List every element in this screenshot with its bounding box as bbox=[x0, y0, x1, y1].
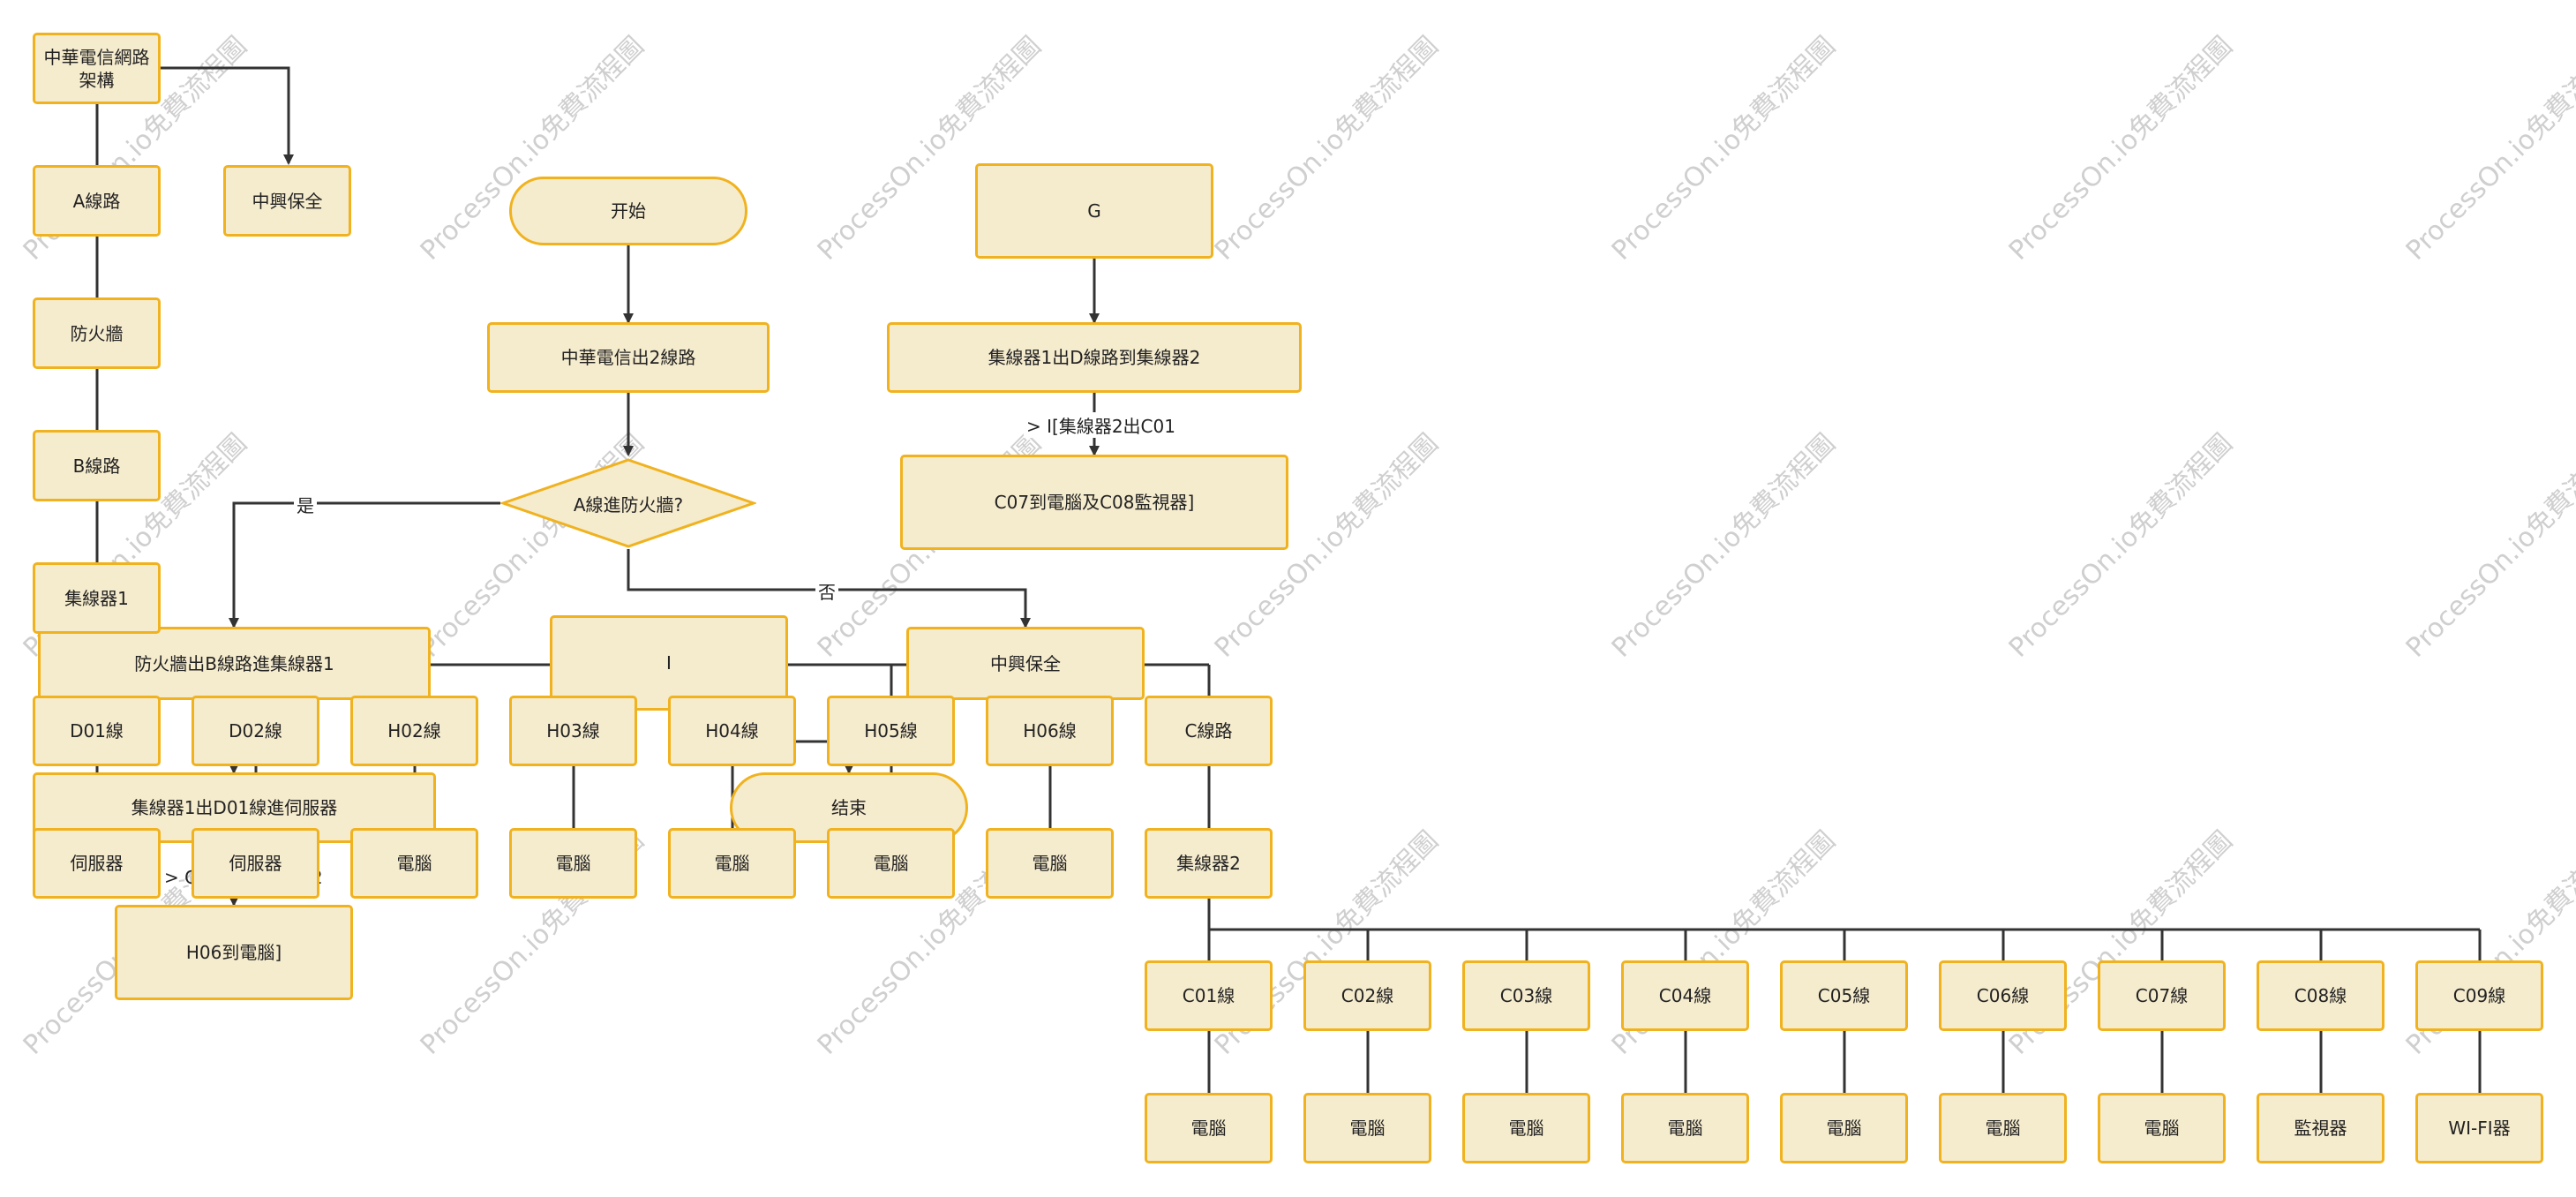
tree-h02[interactable]: H02線 bbox=[350, 696, 478, 766]
tree-pc-h06[interactable]: 電腦 bbox=[986, 828, 1114, 899]
tree-pc-h04[interactable]: 電腦 bbox=[668, 828, 796, 899]
flow-yes-label: 是 bbox=[294, 492, 317, 517]
c02-device[interactable]: 電腦 bbox=[1303, 1093, 1431, 1163]
tree-firewall[interactable]: 防火牆 bbox=[33, 297, 161, 369]
tree-branch[interactable]: 中興保全 bbox=[223, 165, 351, 237]
tree-root[interactable]: 中華電信網路架構 bbox=[33, 33, 161, 104]
c04-device[interactable]: 電腦 bbox=[1621, 1093, 1749, 1163]
tree-pc-h02[interactable]: 電腦 bbox=[350, 828, 478, 899]
c07-device[interactable]: 電腦 bbox=[2098, 1093, 2226, 1163]
tree-h04[interactable]: H04線 bbox=[668, 696, 796, 766]
flow-h06-box[interactable]: H06到電腦] bbox=[115, 905, 353, 1000]
c02-line[interactable]: C02線 bbox=[1303, 960, 1431, 1031]
c05-line[interactable]: C05線 bbox=[1780, 960, 1908, 1031]
tree-server-2[interactable]: 伺服器 bbox=[192, 828, 319, 899]
c01-device[interactable]: 電腦 bbox=[1145, 1093, 1273, 1163]
tree-b-line[interactable]: B線路 bbox=[33, 430, 161, 501]
connector-root-branch bbox=[161, 66, 294, 165]
c04-line[interactable]: C04線 bbox=[1621, 960, 1749, 1031]
tree-hub1[interactable]: 集線器1 bbox=[33, 562, 161, 634]
tree-pc-h03[interactable]: 電腦 bbox=[509, 828, 637, 899]
flow-no-label: 否 bbox=[815, 578, 838, 604]
c08-device[interactable]: 監視器 bbox=[2257, 1093, 2384, 1163]
tree-d02[interactable]: D02線 bbox=[192, 696, 319, 766]
flow2-g-node[interactable]: G bbox=[975, 163, 1213, 259]
tree-h06[interactable]: H06線 bbox=[986, 696, 1114, 766]
tree-h03[interactable]: H03線 bbox=[509, 696, 637, 766]
c05-device[interactable]: 電腦 bbox=[1780, 1093, 1908, 1163]
flow-decision-node[interactable]: A線進防火牆? bbox=[500, 457, 756, 549]
flow2-result-node[interactable]: C07到電腦及C08監視器] bbox=[900, 455, 1288, 550]
c07-line[interactable]: C07線 bbox=[2098, 960, 2226, 1031]
tree-c-line[interactable]: C線路 bbox=[1145, 696, 1273, 766]
tree-h05[interactable]: H05線 bbox=[827, 696, 955, 766]
c01-line[interactable]: C01線 bbox=[1145, 960, 1273, 1031]
flow-no-box[interactable]: 中興保全 bbox=[906, 627, 1145, 700]
flow2-note: > I[集線器2出C01 bbox=[1024, 412, 1178, 438]
c08-line[interactable]: C08線 bbox=[2257, 960, 2384, 1031]
tree-hub2[interactable]: 集線器2 bbox=[1145, 828, 1273, 899]
c09-device[interactable]: WI-FI器 bbox=[2415, 1093, 2543, 1163]
c03-device[interactable]: 電腦 bbox=[1462, 1093, 1590, 1163]
c06-device[interactable]: 電腦 bbox=[1939, 1093, 2067, 1163]
flow-start-node[interactable]: 开始 bbox=[509, 177, 747, 245]
tree-server-1[interactable]: 伺服器 bbox=[33, 828, 161, 899]
flow-decision-label: A線進防火牆? bbox=[573, 493, 684, 516]
tree-d01[interactable]: D01線 bbox=[33, 696, 161, 766]
flow2-step-node[interactable]: 集線器1出D線路到集線器2 bbox=[887, 322, 1302, 393]
flow-yes-box[interactable]: 防火牆出B線路進集線器1 bbox=[38, 627, 431, 700]
c06-line[interactable]: C06線 bbox=[1939, 960, 2067, 1031]
c09-line[interactable]: C09線 bbox=[2415, 960, 2543, 1031]
tree-a-line[interactable]: A線路 bbox=[33, 165, 161, 237]
c03-line[interactable]: C03線 bbox=[1462, 960, 1590, 1031]
flow-yes bbox=[229, 501, 500, 629]
tree-pc-h05[interactable]: 電腦 bbox=[827, 828, 955, 899]
flow-step1-node[interactable]: 中華電信出2線路 bbox=[487, 322, 770, 393]
decision-shape bbox=[500, 458, 756, 548]
